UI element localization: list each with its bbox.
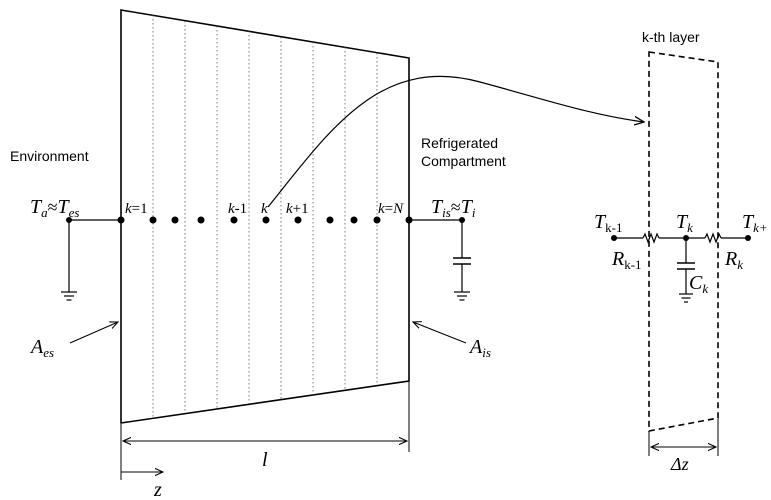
- ais-arrow: [413, 322, 467, 344]
- aes-label: Aes: [29, 336, 54, 360]
- node-row: [117, 216, 413, 224]
- rkm1-label: Rk-1: [611, 248, 642, 272]
- environment-label: Environment: [10, 148, 89, 164]
- layer-nodes: [611, 235, 751, 241]
- kth-layer-slab: [648, 51, 719, 432]
- k-minus-1-label: k-1: [228, 201, 247, 217]
- tis-label: Tis≈Ti: [431, 196, 476, 220]
- ta-label: Ta≈Tes: [30, 196, 79, 220]
- compartment-node: [409, 217, 471, 301]
- k-plus-1-label: k+1: [286, 201, 309, 217]
- k-label: k: [261, 201, 268, 217]
- rk-label: Rk: [724, 248, 743, 272]
- tkm1-label: Tk-1: [594, 211, 622, 235]
- l-dimension: [120, 382, 410, 480]
- layer-callout-curve: [267, 75, 644, 208]
- refrigerated-label-line1: Refrigerated: [421, 135, 498, 151]
- tkp-label: Tk+: [742, 211, 768, 235]
- l-label: l: [262, 449, 268, 471]
- refrigerated-label-line2: Compartment: [421, 153, 506, 169]
- delta-z-label: Δz: [670, 454, 689, 474]
- delta-z-dimension: [648, 419, 719, 456]
- kth-layer-label: k-th layer: [642, 29, 700, 45]
- ck-label: Ck: [689, 272, 708, 296]
- environment-node: [61, 217, 121, 301]
- z-label: z: [153, 479, 162, 500]
- layer-rc-circuit: [614, 232, 748, 303]
- tk-label: Tk: [676, 211, 693, 235]
- k-eq-1-label: k=1: [125, 201, 148, 217]
- aes-arrow: [69, 322, 118, 344]
- ais-label: Ais: [468, 336, 491, 360]
- k-eq-N-label: k=N: [378, 201, 404, 217]
